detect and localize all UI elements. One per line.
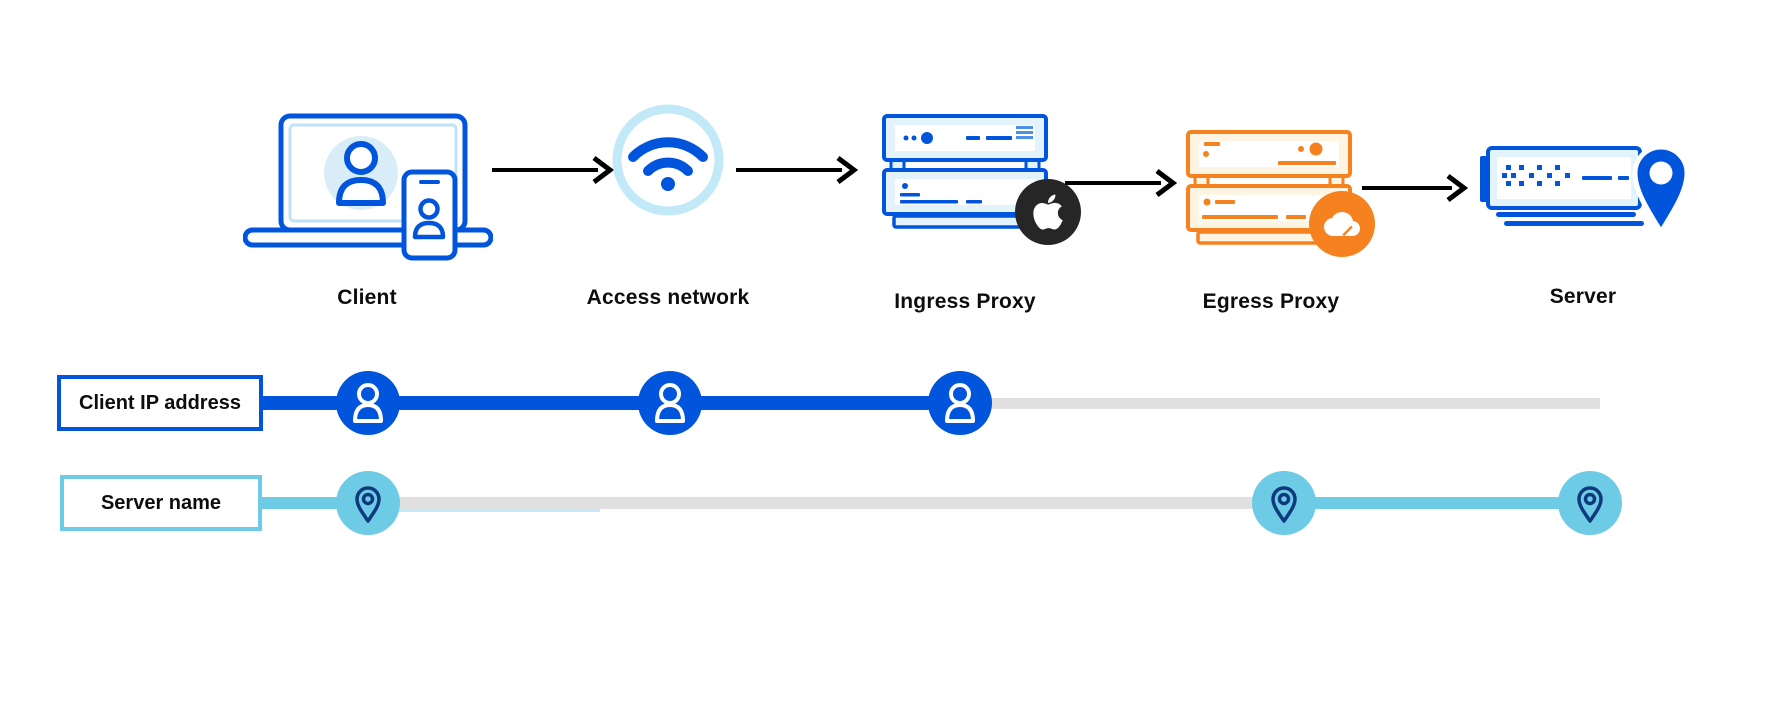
client-ip-marker-2 bbox=[638, 371, 702, 435]
node-label-client: Client bbox=[337, 286, 397, 309]
client-ip-marker-3 bbox=[928, 371, 992, 435]
person-icon bbox=[655, 383, 685, 423]
apple-logo-icon bbox=[1015, 179, 1081, 245]
flow-arrow-4 bbox=[1362, 174, 1468, 202]
server-name-active-line bbox=[1282, 497, 1590, 509]
location-pin-icon bbox=[355, 486, 381, 523]
wifi-icon bbox=[612, 104, 724, 216]
person-icon bbox=[945, 383, 975, 423]
location-pin-icon bbox=[1271, 486, 1297, 523]
client-ip-inactive-line bbox=[960, 398, 1600, 409]
flow-arrow-1 bbox=[492, 156, 614, 184]
server-name-marker-2 bbox=[1252, 471, 1316, 535]
egress-proxy-server-stack-icon bbox=[1186, 130, 1352, 245]
server-name-marker-3 bbox=[1558, 471, 1622, 535]
server-name-label: Server name bbox=[100, 491, 222, 514]
client-ip-active-line bbox=[259, 396, 964, 410]
server-name-thin-line bbox=[368, 509, 600, 512]
flow-arrow-2 bbox=[736, 156, 858, 184]
node-label-access-network: Access network bbox=[586, 286, 750, 309]
server-name-label-box: Server name bbox=[60, 475, 262, 531]
client-icon bbox=[243, 113, 493, 261]
node-label-server: Server bbox=[1549, 285, 1617, 308]
ingress-proxy-server-stack-icon bbox=[882, 114, 1048, 229]
client-ip-address-label-box: Client IP address bbox=[57, 375, 263, 431]
cloudflare-logo-icon bbox=[1309, 191, 1375, 257]
client-ip-marker-1 bbox=[336, 371, 400, 435]
node-label-egress-proxy: Egress Proxy bbox=[1202, 290, 1340, 313]
flow-arrow-3 bbox=[1065, 169, 1177, 197]
node-label-ingress-proxy: Ingress Proxy bbox=[894, 290, 1036, 313]
location-pin-icon bbox=[1577, 486, 1603, 523]
server-name-inactive-line bbox=[380, 497, 1282, 509]
server-name-marker-1 bbox=[336, 471, 400, 535]
person-icon bbox=[353, 383, 383, 423]
server-location-icon bbox=[1480, 144, 1690, 237]
client-ip-address-label: Client IP address bbox=[79, 391, 241, 414]
